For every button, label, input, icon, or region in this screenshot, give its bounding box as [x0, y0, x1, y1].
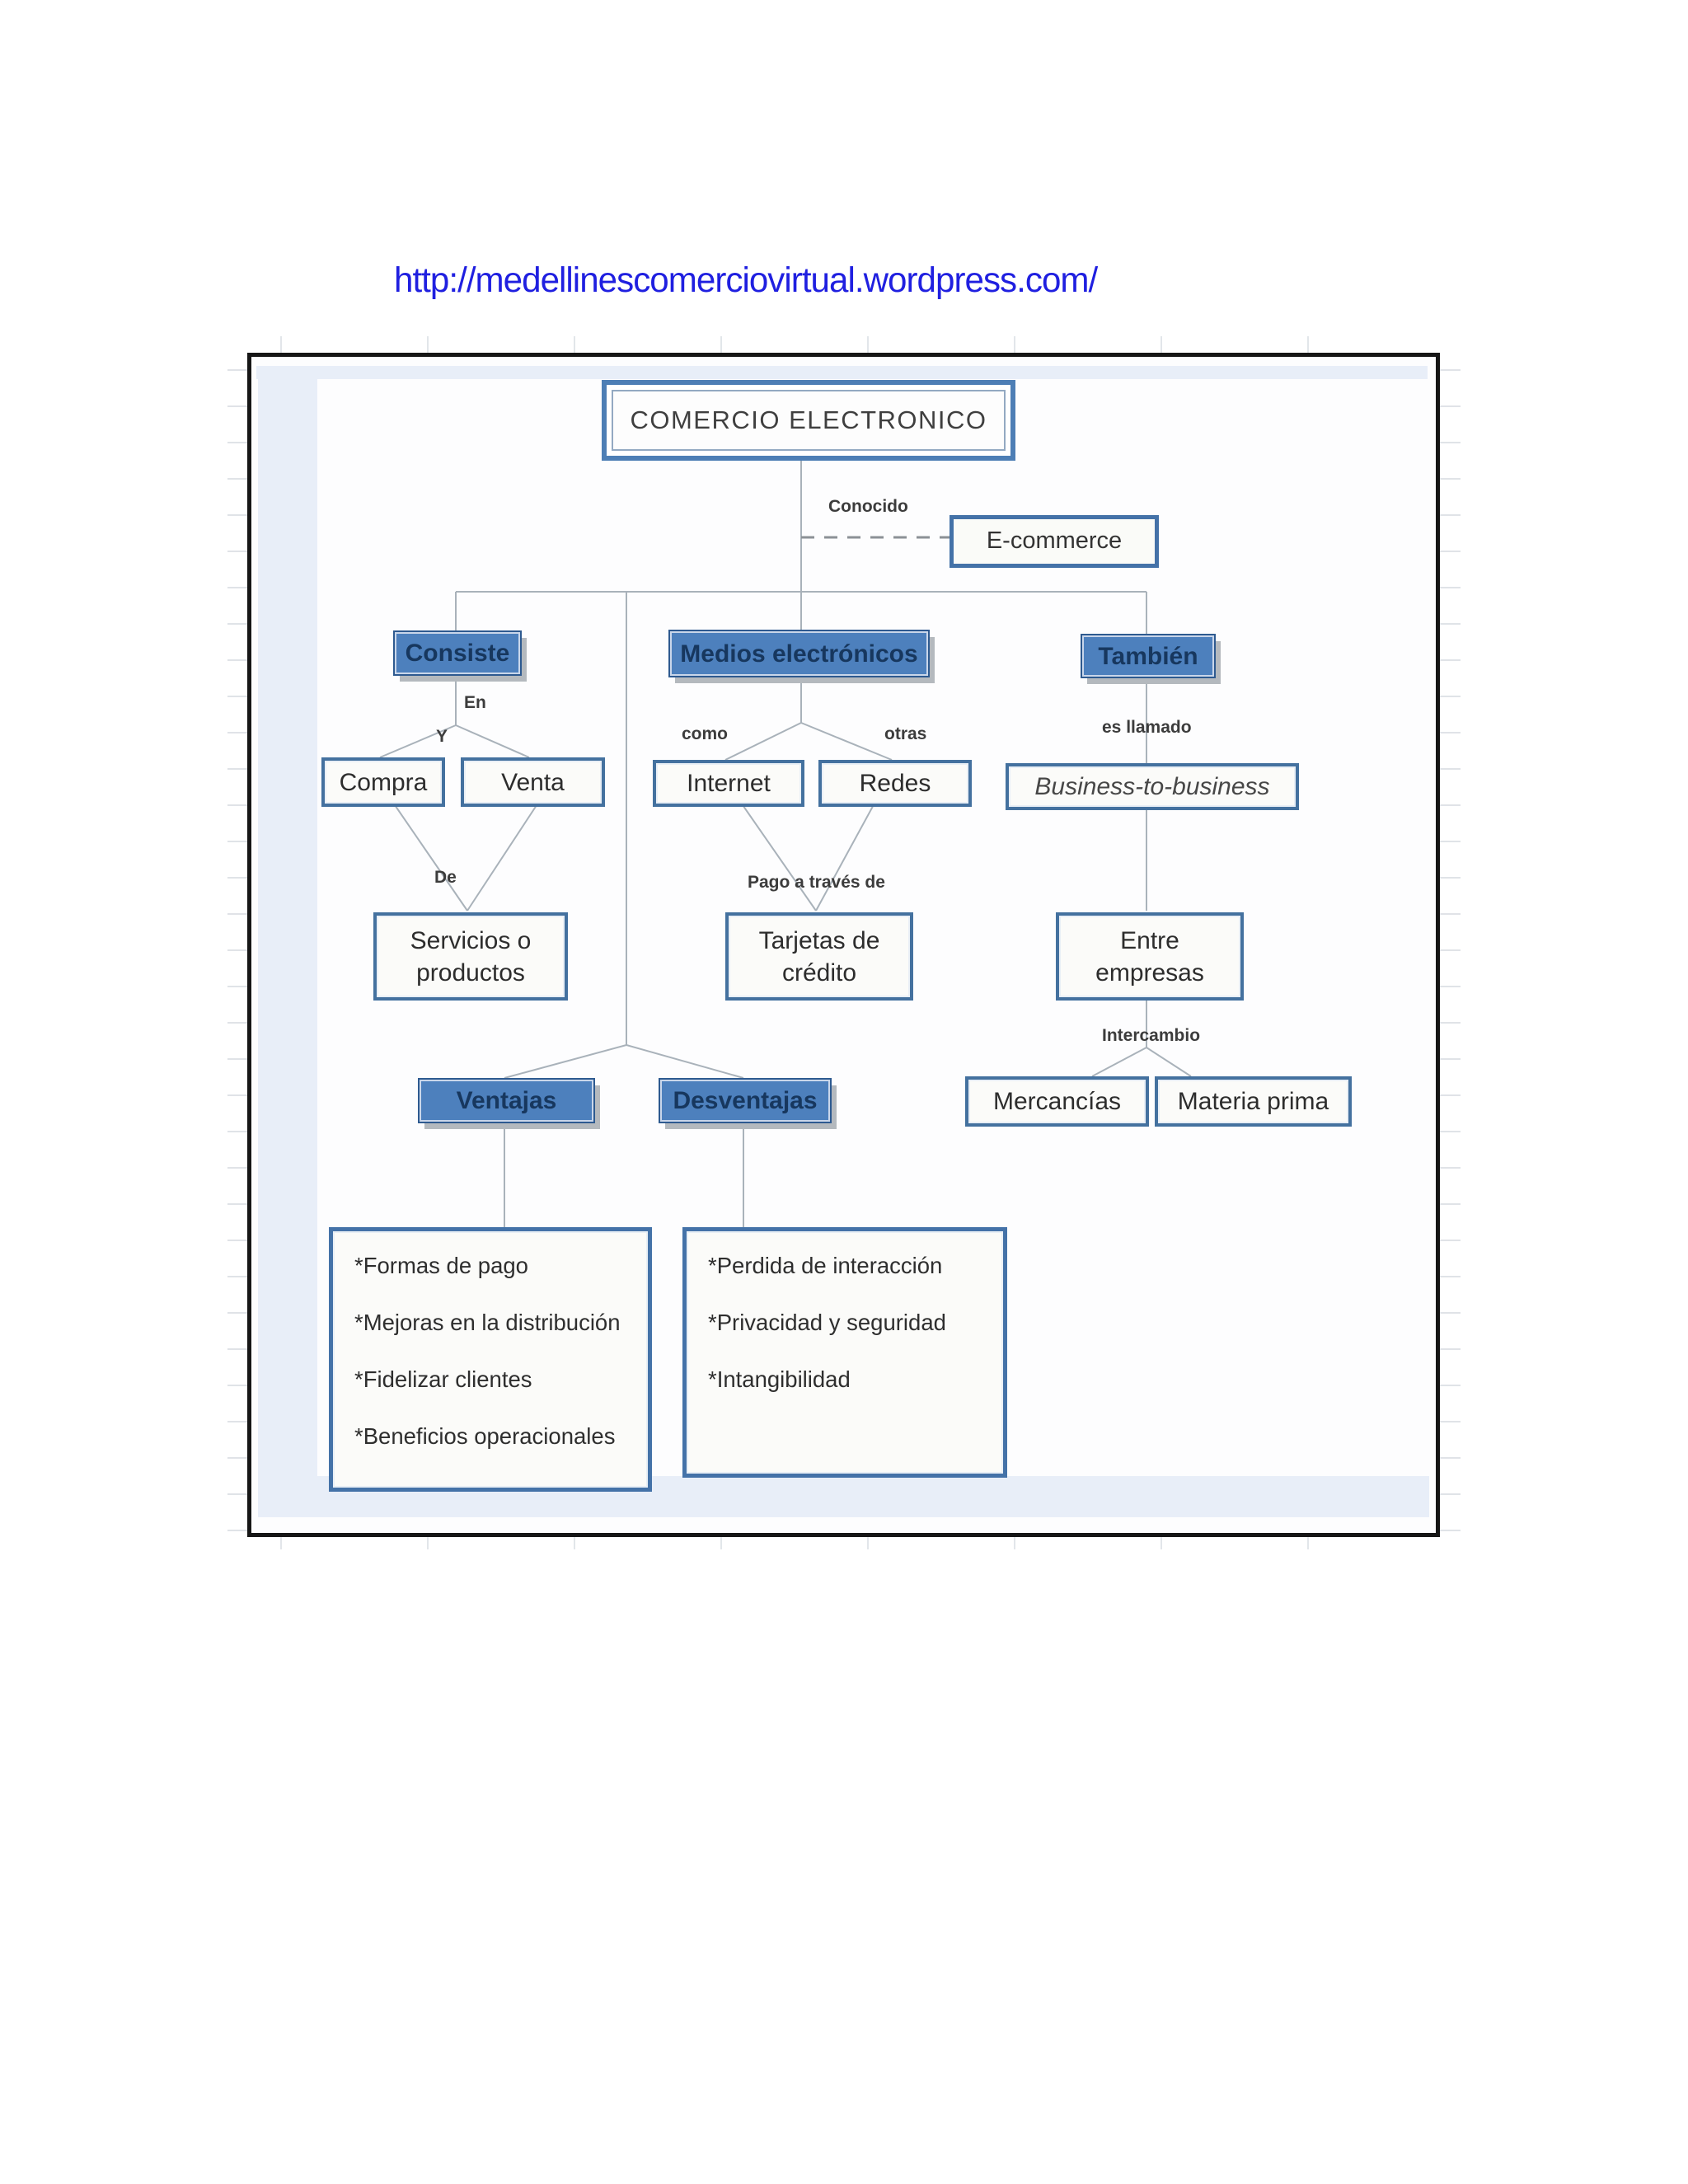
connector-lines [379, 451, 1192, 1227]
label-conocido: Conocido [828, 497, 908, 516]
node-ecommerce: E-commerce [950, 515, 1159, 568]
node-tarjetas-de-credito: Tarjetas de crédito [725, 912, 913, 1001]
node-ventajas: Ventajas [418, 1078, 595, 1123]
desventajas-list-box: *Perdida de interacción *Privacidad y se… [682, 1227, 1007, 1478]
node-servicios-o-productos: Servicios o productos [373, 912, 568, 1001]
node-mercancias: Mercancías [965, 1076, 1149, 1127]
list-item: *Perdida de interacción [708, 1253, 943, 1278]
list-item: *Intangibilidad [708, 1366, 851, 1392]
highlight-band-left [258, 366, 317, 1488]
list-item: *Fidelizar clientes [354, 1366, 532, 1392]
blog-url-link[interactable]: http://medellinescomerciovirtual.wordpre… [394, 260, 1098, 300]
label-pago-a-traves-de: Pago a través de [748, 873, 885, 892]
node-business-to-business: Business-to-business [1006, 763, 1299, 810]
concept-map-frame: COMERCIO ELECTRONICO E-commerce Consiste… [247, 353, 1440, 1537]
node-internet: Internet [653, 760, 804, 807]
ventajas-list-box: *Formas de pago *Mejoras en la distribuc… [329, 1227, 652, 1492]
list-item: *Beneficios operacionales [354, 1423, 616, 1449]
label-de: De [434, 868, 457, 887]
left-ruler-ticks [227, 369, 249, 1535]
node-comercio-electronico: COMERCIO ELECTRONICO [602, 380, 1015, 461]
label-otras: otras [884, 724, 927, 743]
list-item: *Mejoras en la distribución [354, 1310, 621, 1335]
node-medios-electronicos: Medios electrónicos [668, 630, 930, 677]
list-item: *Privacidad y seguridad [708, 1310, 946, 1335]
node-compra: Compra [321, 757, 445, 807]
right-ruler-ticks [1439, 369, 1461, 1535]
node-materia-prima: Materia prima [1155, 1076, 1352, 1127]
node-consiste: Consiste [393, 630, 522, 676]
node-entre-empresas: Entre empresas [1056, 912, 1244, 1001]
label-en: En [464, 693, 486, 712]
label-intercambio: Intercambio [1102, 1026, 1201, 1045]
label-y: Y [436, 727, 448, 746]
node-tambien: También [1081, 634, 1216, 678]
label-como: como [682, 724, 729, 743]
highlight-band-top [256, 366, 1428, 379]
list-item: *Formas de pago [354, 1253, 528, 1278]
label-es-llamado: es llamado [1102, 718, 1192, 737]
node-venta: Venta [461, 757, 605, 807]
node-redes: Redes [818, 760, 972, 807]
node-desventajas: Desventajas [659, 1078, 832, 1123]
